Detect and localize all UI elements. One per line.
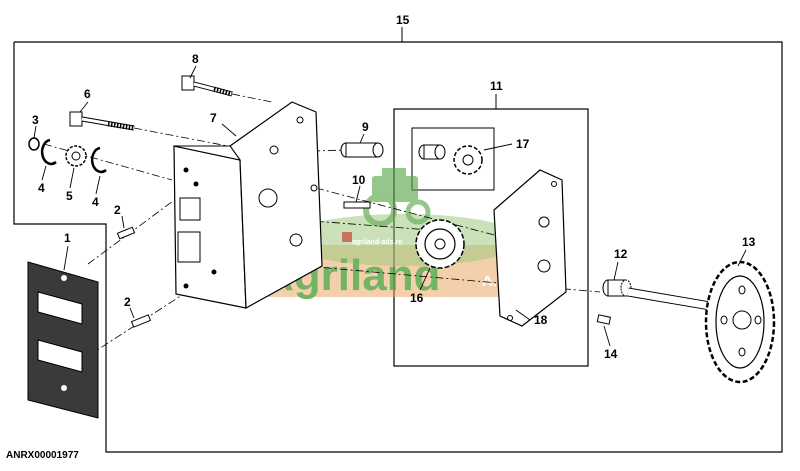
callout-15: 15: [396, 13, 410, 27]
bushing-part: [418, 144, 446, 160]
callout-4-right: 4: [92, 195, 99, 209]
callout-4-left: 4: [38, 181, 45, 195]
callout-1: 1: [64, 231, 71, 245]
watermark-red-mark: [342, 232, 352, 242]
gasket-part: [27, 261, 99, 419]
large-gear-part: [704, 260, 776, 384]
detail-17-frame: [411, 127, 495, 191]
drive-gear-part: [453, 145, 483, 175]
snap-ring-right: [90, 146, 107, 174]
callout-7: 7: [210, 111, 217, 125]
callout-16: 16: [410, 291, 424, 305]
callout-8: 8: [192, 52, 199, 66]
callout-2-upper: 2: [114, 203, 121, 217]
long-bolt-part: [69, 111, 135, 131]
pump-housing-part: [173, 101, 323, 309]
small-pin-part: [343, 201, 371, 209]
callout-11: 11: [490, 79, 503, 93]
callout-6: 6: [84, 87, 91, 101]
diagram-reference-code: ANRX00001977: [6, 450, 79, 461]
callout-9: 9: [362, 120, 369, 134]
assembly-frame: [13, 41, 783, 453]
watermark-small-text: agriland-ads.ro: [352, 239, 403, 246]
subassembly-frame: [393, 108, 589, 367]
cover-plate-part: [493, 169, 567, 327]
callout-13: 13: [742, 235, 756, 249]
dowel-pin-lower: [130, 314, 152, 328]
snap-ring-left: [40, 138, 57, 166]
callout-3: 3: [32, 113, 39, 127]
callout-10: 10: [352, 173, 366, 187]
woodruff-key-part: [596, 314, 612, 325]
sleeve-part: [340, 142, 384, 158]
callout-14: 14: [604, 347, 618, 361]
idler-gear-part: [415, 219, 465, 269]
callout-17: 17: [516, 137, 530, 151]
tractor-icon: [363, 168, 431, 227]
small-ring-part: [28, 137, 40, 151]
watermark-field: [284, 214, 524, 266]
leader-lines: [33, 65, 747, 347]
callout-18: 18: [534, 313, 548, 327]
callout-5: 5: [66, 189, 73, 203]
small-gear-part: [65, 145, 87, 167]
callout-12: 12: [614, 247, 628, 261]
callout-2-lower: 2: [124, 295, 131, 309]
needle-bearing-part: [602, 279, 632, 297]
short-bolt-part: [181, 75, 233, 97]
dowel-pin-upper: [116, 226, 136, 240]
